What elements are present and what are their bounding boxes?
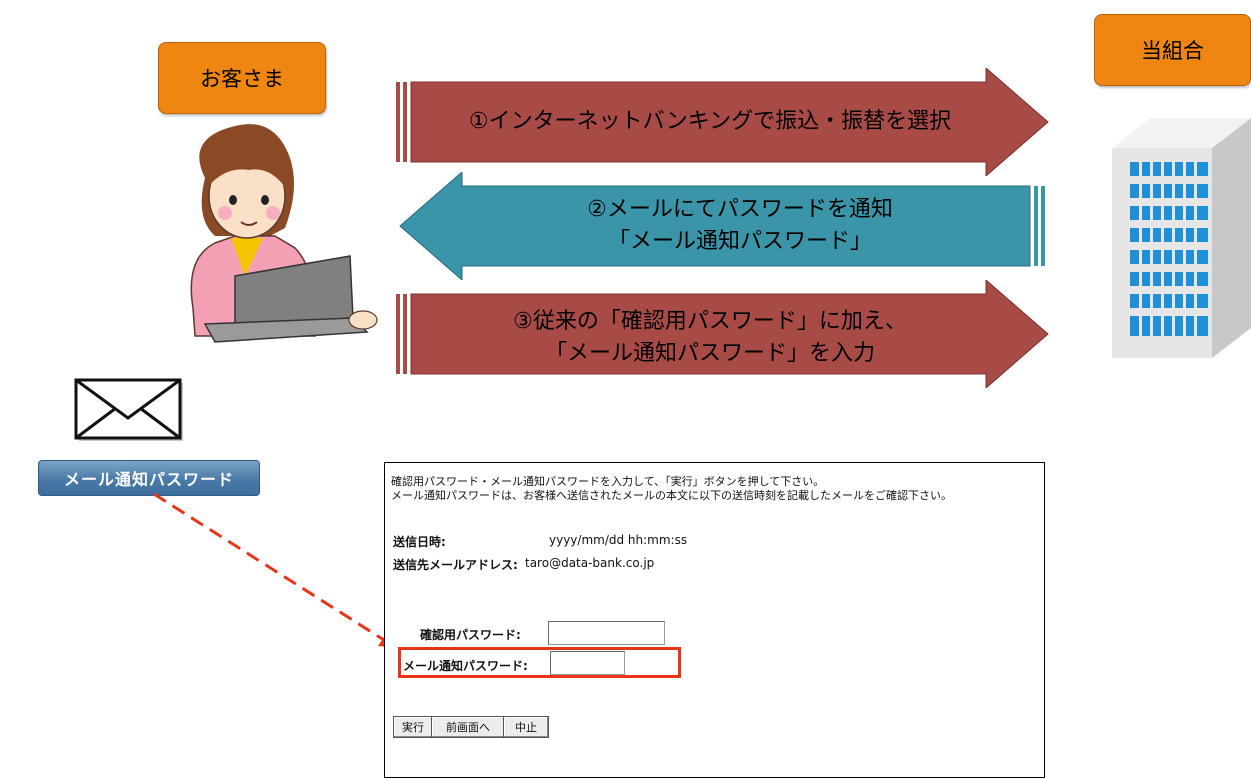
step1-text: ①インターネットバンキングで振込・振替を選択 bbox=[468, 109, 952, 134]
confirm-password-label: 確認用パスワード: bbox=[420, 628, 521, 642]
cancel-button[interactable]: 中止 bbox=[503, 716, 549, 738]
step2-text: ②メールにてパスワードを通知 「メール通知パスワード」 bbox=[587, 197, 893, 254]
recipient-address-label: 送信先メールアドレス: bbox=[393, 558, 518, 572]
back-button[interactable]: 前画面へ bbox=[431, 716, 505, 738]
sent-datetime-label: 送信日時: bbox=[393, 535, 446, 549]
envelope-icon bbox=[74, 378, 183, 441]
building-icon bbox=[1112, 118, 1251, 358]
step3-text: ③従来の「確認用パスワード」に加え、 「メール通知パスワード」を入力 bbox=[513, 309, 907, 366]
notify-password-label: メール通知パスワード: bbox=[403, 659, 528, 673]
woman-with-laptop-icon bbox=[190, 124, 378, 343]
confirm-password-input[interactable] bbox=[548, 621, 665, 645]
union-label: 当組合 bbox=[1094, 14, 1251, 86]
sent-datetime-value: yyyy/mm/dd hh:mm:ss bbox=[549, 533, 688, 547]
customer-label: お客さま bbox=[158, 42, 326, 114]
recipient-address-value: taro@data-bank.co.jp bbox=[525, 556, 655, 570]
step2-arrow bbox=[399, 172, 1045, 280]
notify-password-highlight bbox=[398, 647, 681, 678]
step1-arrow bbox=[396, 68, 1049, 176]
instruction-line-1: 確認用パスワード・メール通知パスワードを入力して、「実行」ボタンを押して下さい。 bbox=[391, 475, 825, 488]
password-entry-form: 確認用パスワード・メール通知パスワードを入力して、「実行」ボタンを押して下さい。… bbox=[384, 462, 1045, 778]
step3-arrow bbox=[396, 280, 1049, 388]
mail-notification-password-badge: メール通知パスワード bbox=[38, 460, 260, 496]
notify-password-input[interactable] bbox=[550, 651, 625, 675]
execute-button[interactable]: 実行 bbox=[393, 716, 433, 738]
instruction-line-2: メール通知パスワードは、お客様へ送信されたメールの本文に以下の送信時刻を記載した… bbox=[391, 489, 952, 502]
